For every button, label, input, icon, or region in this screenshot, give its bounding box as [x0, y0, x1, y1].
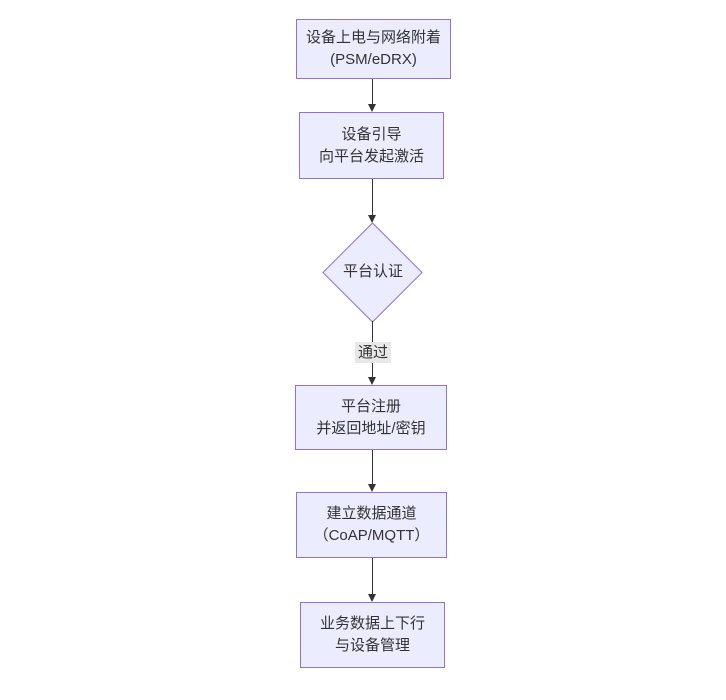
- edge-a-b: [372, 79, 373, 105]
- arrowhead-down-icon: [368, 594, 376, 602]
- arrowhead-down-icon: [368, 104, 376, 112]
- edge-e-f: [372, 558, 373, 595]
- node-text-line: 向平台发起激活: [318, 147, 424, 165]
- node-platform-register: 平台注册 并返回地址/密钥: [295, 385, 447, 450]
- node-device-bootstrap: 设备引导 向平台发起激活: [299, 112, 444, 179]
- node-business-data-device-mgmt: 业务数据上下行 与设备管理: [300, 602, 445, 668]
- node-text-line: (PSM/eDRX): [330, 51, 417, 68]
- edge-b-c: [372, 179, 373, 216]
- node-text-line: 设备引导: [341, 125, 402, 143]
- node-text-line: 业务数据上下行: [319, 615, 425, 632]
- node-text-line: （CoAP/MQTT）: [313, 527, 430, 544]
- node-text-line: 平台注册: [340, 397, 401, 415]
- node-text-line: 与设备管理: [334, 637, 410, 654]
- arrowhead-down-icon: [368, 377, 376, 385]
- edge-label-pass: 通过: [354, 342, 392, 363]
- edge-d-e: [372, 450, 373, 485]
- node-power-on-network-attach: 设备上电与网络附着 (PSM/eDRX): [296, 19, 451, 79]
- arrowhead-down-icon: [368, 484, 376, 492]
- node-text-line: 设备上电与网络附着: [305, 29, 441, 46]
- node-text-line: 并返回地址/密钥: [316, 419, 426, 437]
- node-text-line: 建立数据通道: [326, 505, 417, 522]
- decision-platform-auth-label: 平台认证: [342, 263, 403, 280]
- arrowhead-down-icon: [368, 215, 376, 223]
- node-data-channel: 建立数据通道 （CoAP/MQTT）: [296, 492, 447, 558]
